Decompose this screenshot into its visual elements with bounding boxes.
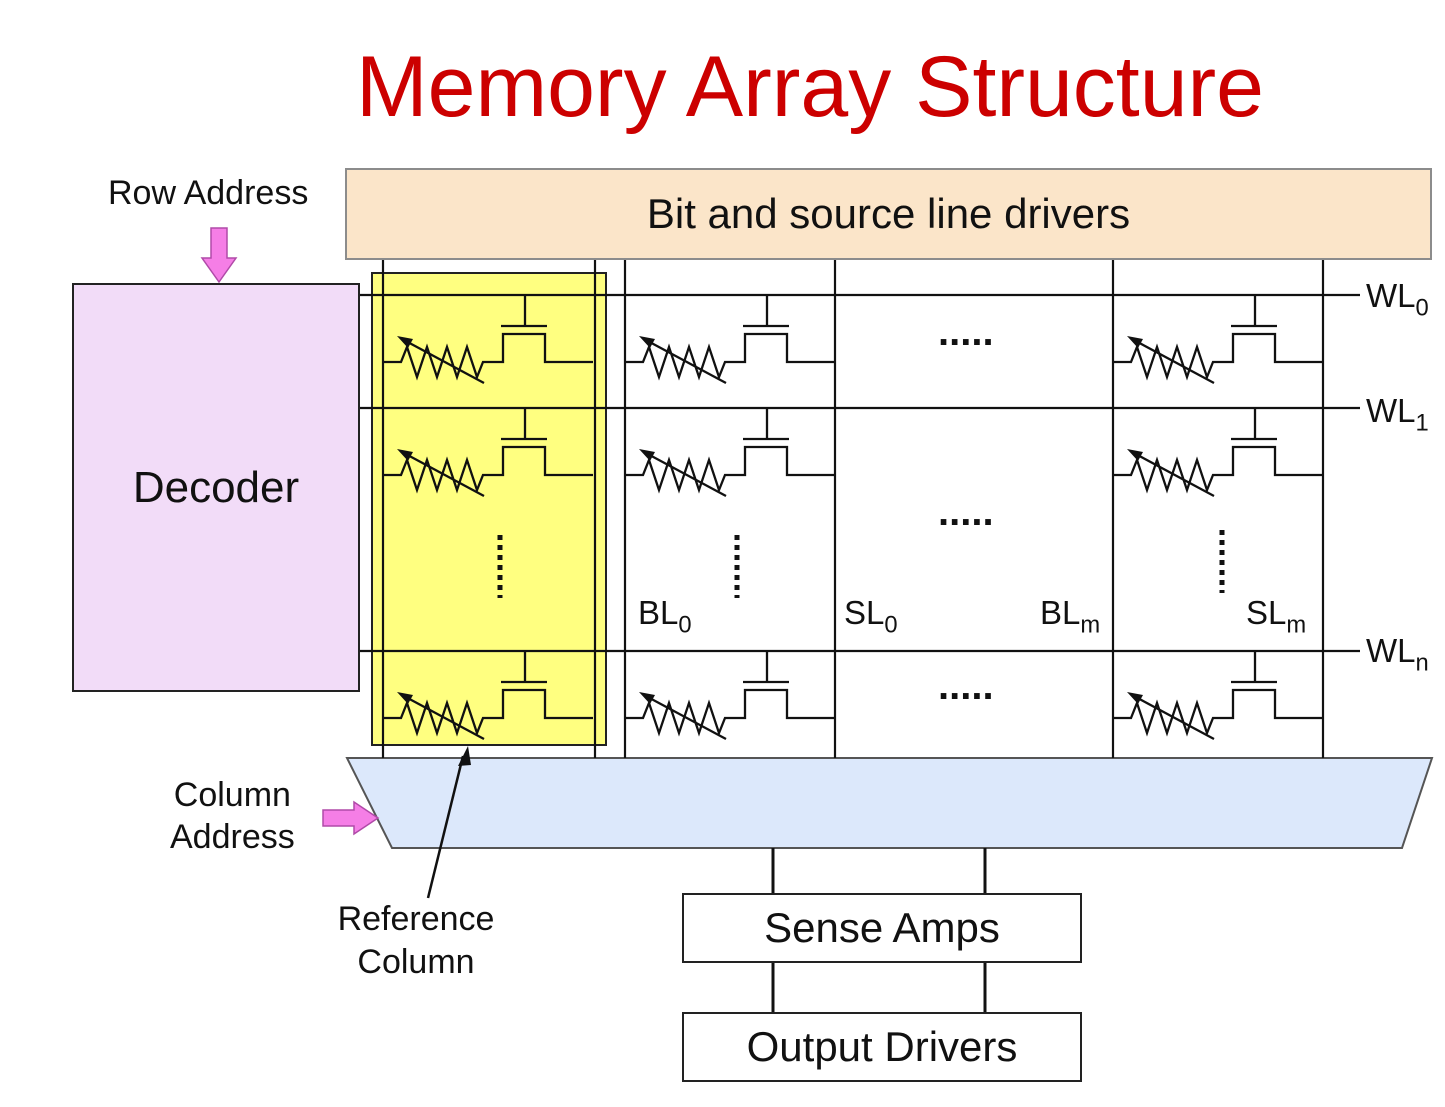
page-title: Memory Array Structure: [356, 39, 1264, 135]
sense-amps-label: Sense Amps: [764, 904, 1000, 951]
bitline-label-0-sub: 0: [678, 611, 692, 639]
ellipsis-row-0: .....: [938, 310, 994, 354]
wordline-label-n: WLn: [1366, 632, 1429, 675]
bitline-label-m: BLm: [1040, 594, 1100, 637]
ellipsis-row-1: .....: [938, 490, 994, 534]
sourceline-label-0: SL0: [844, 594, 898, 637]
wordline-label-n-base: WL: [1366, 632, 1416, 669]
memory-cell-r1-c0: [383, 408, 593, 498]
column-address-label: Column Address: [170, 774, 295, 858]
memory-cell-r2-c0: [383, 651, 593, 741]
variable-resistor-arrow: [1131, 450, 1215, 498]
reference-column-highlight: [371, 272, 607, 746]
bitline-label-m-base: BL: [1040, 594, 1081, 631]
resistor-transistor-path: [625, 332, 835, 381]
decoder-block: Decoder: [72, 283, 360, 692]
variable-resistor-arrow: [401, 337, 485, 385]
wordline-label-0-sub: 0: [1415, 294, 1429, 322]
variable-resistor-arrowhead: [1127, 449, 1143, 461]
decoder-label: Decoder: [132, 462, 300, 512]
reference-column-pointer-head: [458, 746, 471, 766]
wordline-label-1-base: WL: [1366, 392, 1416, 429]
output-drivers-label: Output Drivers: [746, 1023, 1018, 1070]
variable-resistor-arrowhead: [1127, 336, 1143, 348]
memory-cell-r1-c2: [1113, 408, 1323, 498]
sourceline-label-m-base: SL: [1246, 594, 1287, 631]
column-address-line2: Address: [170, 818, 295, 856]
column-address-line1: Column: [173, 776, 291, 814]
sourceline-label-0-base: SL: [844, 594, 885, 631]
sense-amps-block: Sense Amps: [682, 893, 1082, 963]
sourceline-label-m-sub: m: [1286, 611, 1307, 639]
reference-column-line1: Reference: [337, 900, 495, 938]
wordline-label-n-sub: n: [1415, 649, 1429, 677]
resistor-transistor-path: [1113, 445, 1323, 494]
variable-resistor-arrow: [401, 693, 485, 741]
bitline-label-0-base: BL: [638, 594, 679, 631]
wordline-label-1-sub: 1: [1415, 409, 1429, 437]
variable-resistor-arrow: [643, 337, 727, 385]
variable-resistor-arrow: [1131, 337, 1215, 385]
bitline-label-m-sub: m: [1080, 611, 1101, 639]
row-address-label: Row Address: [108, 174, 309, 212]
resistor-transistor-path: [625, 688, 835, 737]
variable-resistor-arrowhead: [1127, 692, 1143, 704]
variable-resistor-arrow: [643, 450, 727, 498]
sourceline-label-0-sub: 0: [884, 611, 898, 639]
reference-column-label: Reference Column: [318, 898, 514, 984]
column-address-arrow: [322, 800, 380, 836]
output-drivers-block: Output Drivers: [682, 1012, 1082, 1082]
memory-cell-r0-c0: [383, 295, 593, 385]
array-grid-lines: [360, 260, 1360, 758]
resistor-transistor-path: [1113, 332, 1323, 381]
variable-resistor-arrow: [401, 450, 485, 498]
variable-resistor-arrowhead: [639, 449, 655, 461]
memory-cell-r2-c2: [1113, 651, 1323, 741]
wordline-label-0: WL0: [1366, 277, 1429, 320]
variable-resistor-arrowhead: [397, 692, 413, 704]
wordline-label-0-base: WL: [1366, 277, 1416, 314]
memory-cell-r2-c1: [625, 651, 835, 741]
bit-source-line-drivers-label: Bit and source line drivers: [646, 190, 1131, 237]
wordline-label-1: WL1: [1366, 392, 1429, 435]
memory-cell-r1-c1: [625, 408, 835, 498]
variable-resistor-arrowhead: [639, 692, 655, 704]
bitline-label-0: BL0: [638, 594, 692, 637]
memory-cells: [383, 295, 1323, 741]
reference-column-line2: Column: [357, 943, 475, 981]
row-address-arrow: [200, 227, 238, 284]
variable-resistor-arrowhead: [397, 336, 413, 348]
variable-resistor-arrow: [643, 693, 727, 741]
column-mux-shape: [345, 757, 1434, 849]
memory-cell-r0-c2: [1113, 295, 1323, 385]
ellipsis-row-n: .....: [938, 664, 994, 708]
resistor-transistor-path: [383, 332, 593, 381]
variable-resistor-arrowhead: [639, 336, 655, 348]
resistor-transistor-path: [383, 688, 593, 737]
variable-resistor-arrowhead: [397, 449, 413, 461]
sourceline-label-m: SLm: [1246, 594, 1306, 637]
resistor-transistor-path: [1113, 688, 1323, 737]
bit-source-line-drivers: Bit and source line drivers: [345, 168, 1432, 260]
resistor-transistor-path: [625, 445, 835, 494]
memory-cell-r0-c1: [625, 295, 835, 385]
resistor-transistor-path: [383, 445, 593, 494]
reference-column-pointer: [426, 755, 465, 899]
variable-resistor-arrow: [1131, 693, 1215, 741]
